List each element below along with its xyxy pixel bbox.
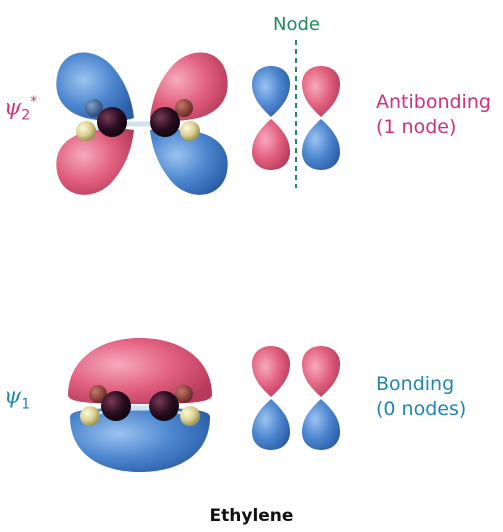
antibonding-lobe-top-left [56, 52, 134, 121]
antibonding-3d-model [56, 52, 228, 195]
antibonding-lobe-top-right [150, 52, 228, 121]
antibonding-description: Antibonding (1 node) [376, 90, 491, 140]
bonding-title: Bonding [376, 373, 455, 395]
bonding-node-count: (0 nodes) [376, 398, 467, 420]
hydrogen-atom [175, 99, 193, 117]
antibonding-node-count: (1 node) [376, 116, 457, 138]
antibonding-p-orbitals [252, 40, 340, 188]
psi-symbol: ψ [4, 95, 22, 121]
p-lobe-positive [252, 346, 290, 397]
figure-caption: Ethylene [209, 506, 294, 526]
carbon-atom [101, 391, 131, 421]
p-lobe-negative [252, 399, 290, 450]
bonding-description: Bonding (0 nodes) [376, 372, 466, 422]
carbon-atom [149, 391, 179, 421]
bonding-p-orbitals [252, 346, 340, 450]
hydrogen-atom [175, 385, 193, 403]
hydrogen-atom [180, 121, 200, 141]
carbon-atom [97, 107, 127, 137]
hydrogen-atom [89, 385, 107, 403]
p-lobe-positive [302, 346, 340, 397]
antibonding-lobe-bottom-left [56, 128, 134, 195]
hydrogen-atom [80, 406, 100, 426]
p-lobe-negative [302, 119, 340, 170]
carbon-atom [150, 107, 180, 137]
hydrogen-atom [180, 406, 200, 426]
bonding-lobe-bottom [70, 408, 210, 472]
bonding-3d-model [68, 338, 212, 472]
psi-subscript: 2 [21, 107, 31, 124]
antibonding-title: Antibonding [376, 91, 491, 113]
psi1-label: ψ1 [4, 384, 30, 412]
antibonding-lobe-bottom-right [150, 128, 228, 195]
psi-subscript: 1 [21, 396, 31, 413]
p-lobe-positive [252, 119, 290, 170]
p-lobe-positive [302, 66, 340, 117]
hydrogen-atom [76, 121, 96, 141]
node-label: Node [273, 14, 320, 35]
hydrogen-atom [85, 99, 103, 117]
psi2-star-label: ψ2* [4, 94, 37, 124]
p-lobe-negative [302, 399, 340, 450]
psi-superscript: * [30, 94, 38, 110]
p-lobe-negative [252, 66, 290, 117]
psi-symbol: ψ [4, 384, 22, 409]
